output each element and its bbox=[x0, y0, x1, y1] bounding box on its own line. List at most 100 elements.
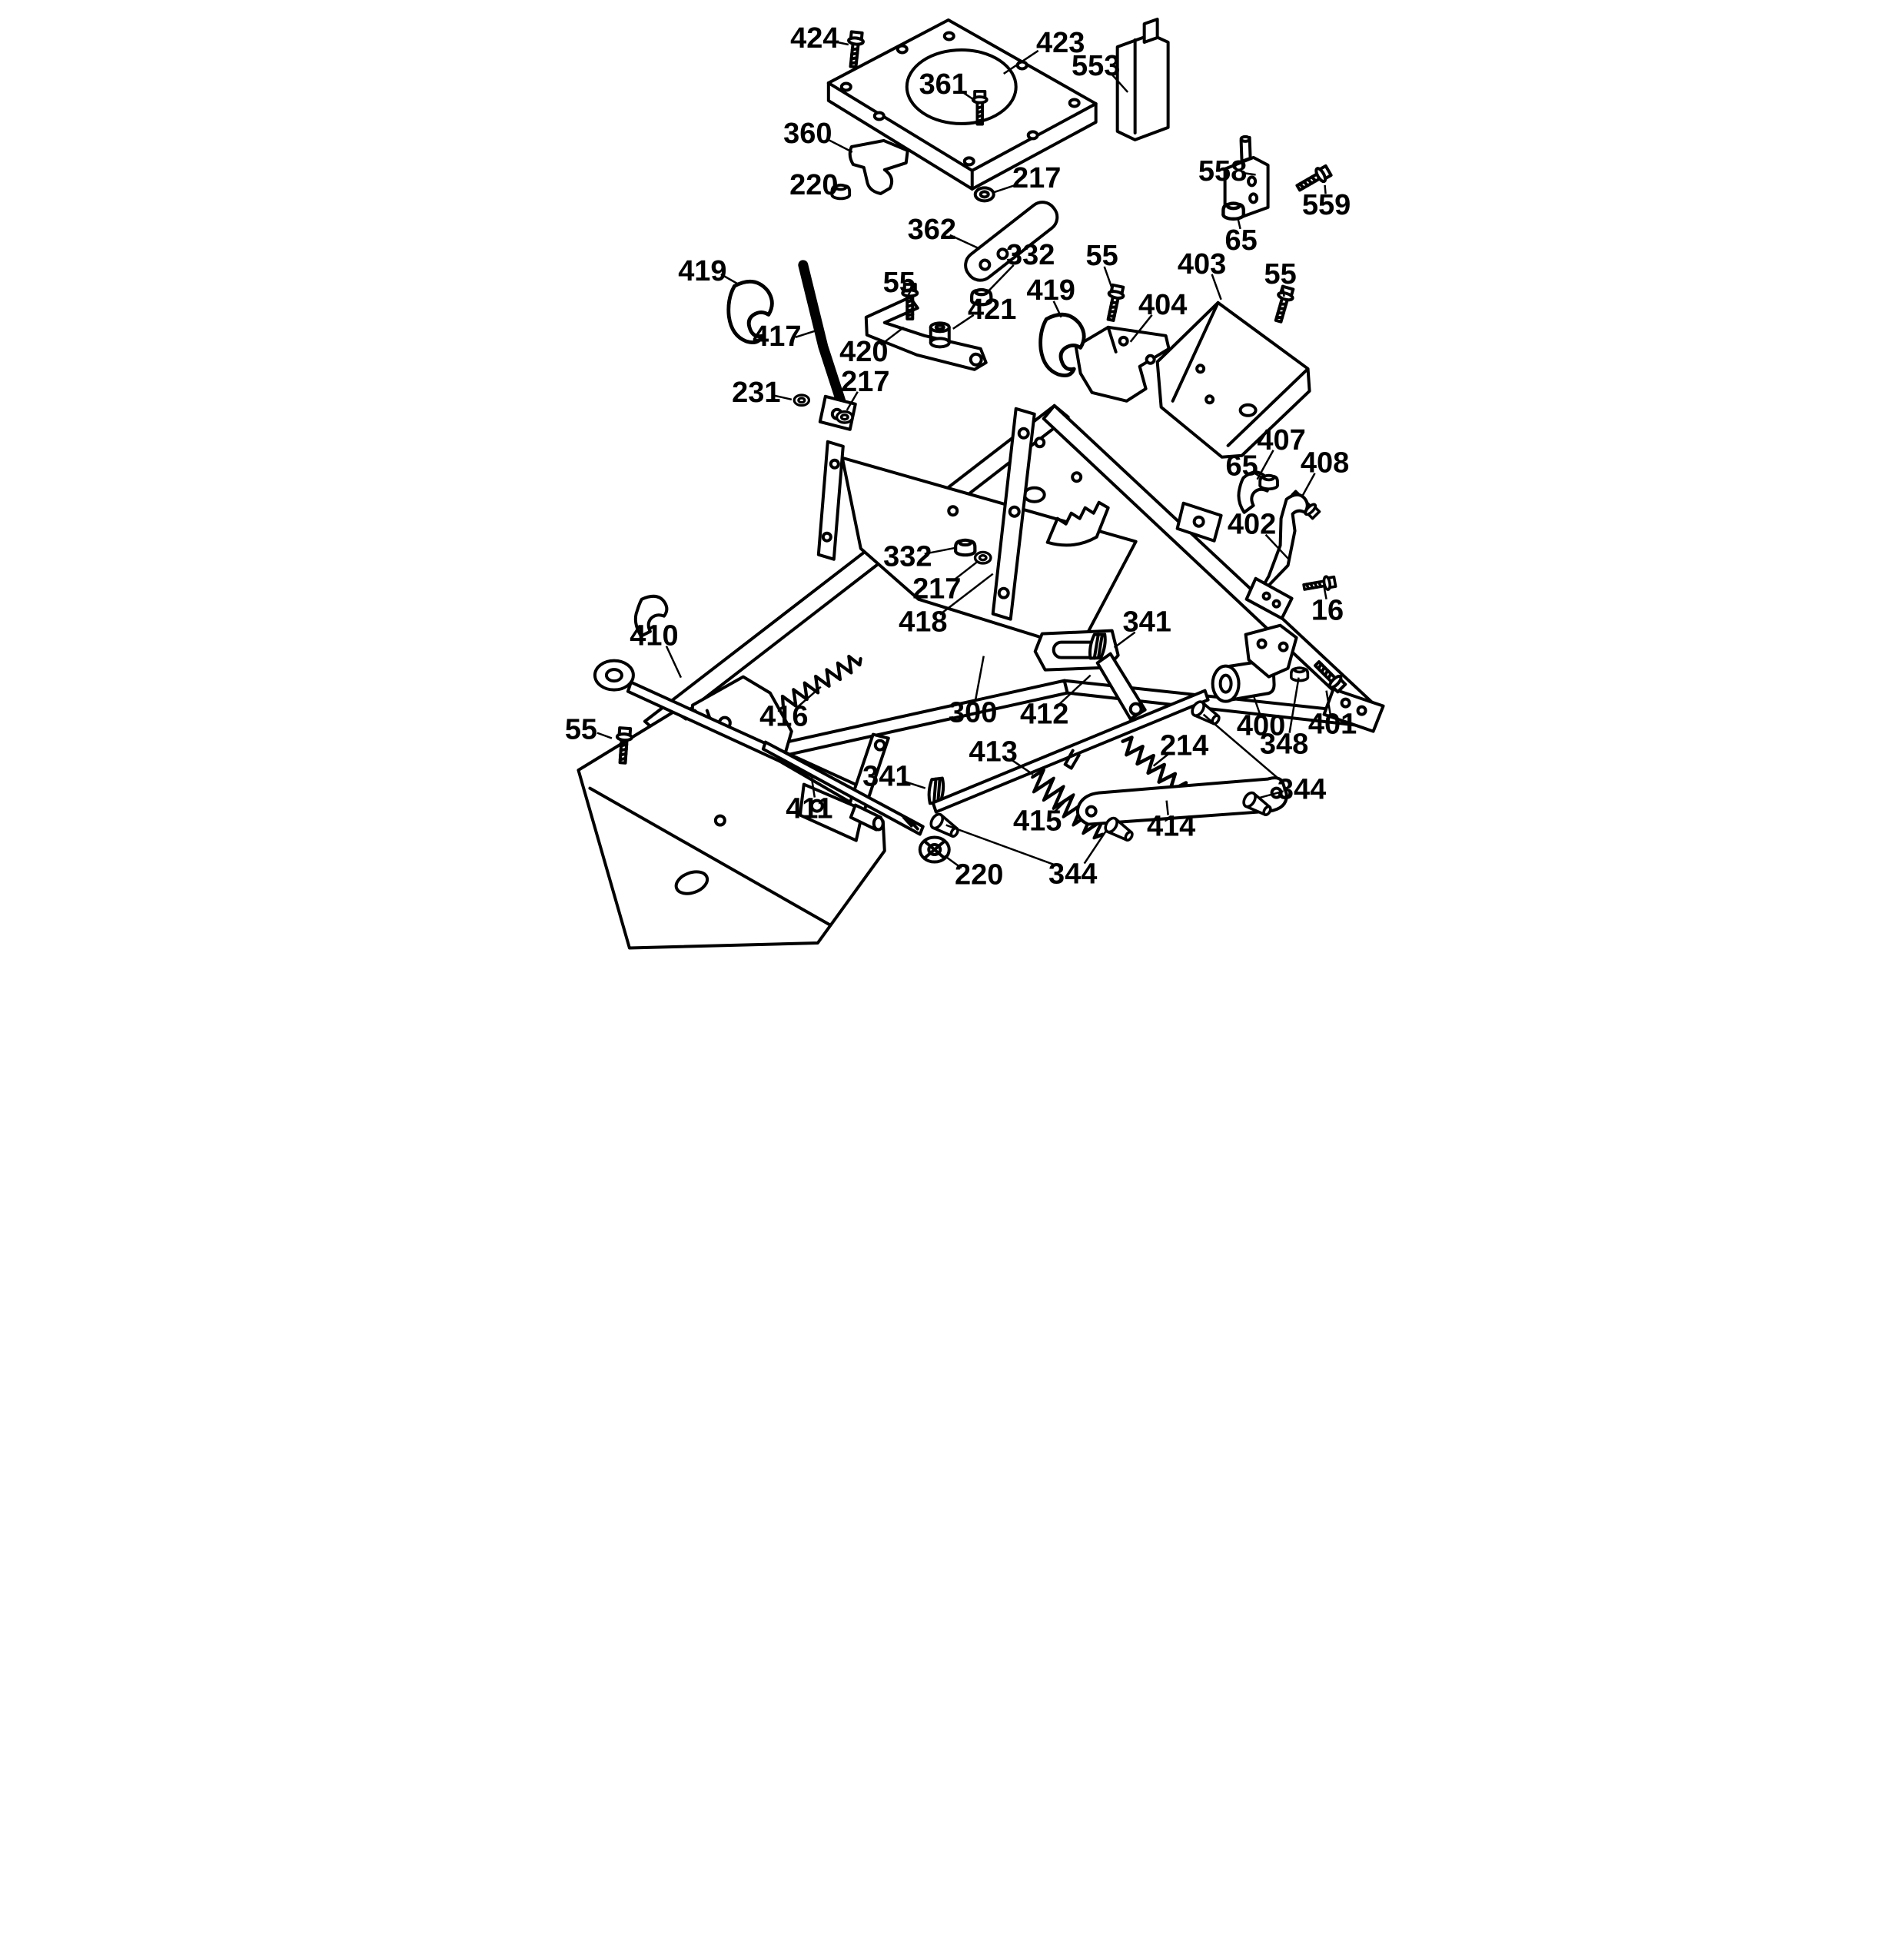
tab-hole bbox=[1192, 515, 1205, 528]
bolt-16 bbox=[1301, 573, 1337, 596]
nut-332 bbox=[955, 540, 975, 555]
part-label-410: 410 bbox=[630, 620, 678, 652]
part-label-400: 400 bbox=[1236, 710, 1284, 742]
plate-hole bbox=[1026, 130, 1039, 141]
part-label-415: 415 bbox=[1013, 805, 1062, 838]
part-label-402: 402 bbox=[1227, 509, 1275, 541]
callout-leader-423 bbox=[1002, 49, 1038, 75]
bottom-linkage bbox=[576, 623, 1348, 950]
washer-220 bbox=[918, 835, 951, 864]
frame-weldment-300 bbox=[633, 403, 1385, 808]
callout-leader-558 bbox=[1241, 171, 1256, 176]
part-label-214: 214 bbox=[1159, 730, 1208, 762]
callout-leader-344 bbox=[1257, 790, 1284, 799]
callout-leader-402 bbox=[1264, 533, 1290, 561]
rod-413 bbox=[931, 689, 1210, 814]
plate-hole bbox=[896, 44, 909, 55]
callout-leader-344 bbox=[945, 824, 1055, 866]
strap-hole bbox=[829, 458, 840, 470]
rod-411 bbox=[761, 740, 925, 836]
callout-leader-217 bbox=[846, 391, 859, 411]
screw-55 bbox=[1102, 283, 1127, 324]
callout-leader-416 bbox=[796, 686, 822, 709]
part-label-411: 411 bbox=[786, 793, 832, 825]
plate-oval-hole bbox=[1022, 486, 1046, 503]
callout-leader-421 bbox=[952, 314, 974, 330]
bracket-403-fold bbox=[1226, 367, 1309, 447]
part-label-220: 220 bbox=[789, 169, 838, 201]
screw-424 bbox=[844, 30, 866, 69]
part-label-419: 419 bbox=[678, 255, 726, 287]
part-label-332: 332 bbox=[883, 541, 932, 573]
callout-leader-411 bbox=[810, 777, 816, 798]
callout-leader-418 bbox=[939, 573, 993, 616]
callout-leader-408 bbox=[1300, 473, 1316, 498]
exploded-parts-diagram: 4244235533613602202173625585596541941755… bbox=[564, 17, 1385, 950]
bracket-360 bbox=[848, 138, 909, 195]
fork-420 bbox=[864, 295, 988, 371]
part-label-55: 55 bbox=[1264, 258, 1296, 291]
part-label-419: 419 bbox=[1026, 274, 1075, 307]
part-label-348: 348 bbox=[1259, 729, 1308, 761]
plate-hole bbox=[1033, 437, 1045, 449]
callout-leader-55 bbox=[1102, 266, 1115, 294]
callout-leader-360 bbox=[826, 138, 852, 154]
bracket-558-pin-top bbox=[1239, 134, 1251, 143]
bracket-553 bbox=[1115, 32, 1170, 141]
callout-leader-344 bbox=[1202, 713, 1284, 784]
callout-leader-415 bbox=[1052, 795, 1071, 814]
washer-217 bbox=[973, 186, 995, 203]
bracket-404-fold bbox=[1106, 325, 1118, 354]
callout-leader-214 bbox=[1152, 752, 1169, 767]
bracket-402-hole bbox=[1261, 591, 1271, 601]
washer-231 bbox=[793, 393, 810, 407]
part-label-231: 231 bbox=[732, 377, 780, 409]
callout-leader-412 bbox=[1058, 674, 1092, 706]
spacer-421 bbox=[929, 321, 951, 349]
part-label-332: 332 bbox=[1006, 239, 1055, 271]
seat-plate-circle bbox=[905, 48, 1018, 125]
lever-417 bbox=[797, 260, 846, 407]
callout-leader-220 bbox=[943, 855, 962, 869]
part-label-55: 55 bbox=[1085, 240, 1118, 272]
callout-leader-414 bbox=[1165, 800, 1169, 815]
bracket-404-hole bbox=[1118, 335, 1129, 347]
part-label-417: 417 bbox=[753, 320, 801, 353]
seat-plate-skirt bbox=[970, 101, 1098, 191]
frame-strap bbox=[816, 440, 845, 561]
callout-leader-344 bbox=[1083, 830, 1107, 865]
plate-hole bbox=[946, 505, 959, 517]
clip-419 bbox=[1040, 314, 1084, 375]
callout-leader-65 bbox=[1236, 218, 1241, 230]
fork-420-hole bbox=[969, 352, 983, 367]
part-label-362: 362 bbox=[907, 214, 955, 246]
callout-leader-341 bbox=[1113, 631, 1135, 649]
callout-leader-400 bbox=[1251, 695, 1261, 716]
callout-leader-417 bbox=[794, 329, 817, 339]
part-label-401: 401 bbox=[1308, 709, 1356, 741]
part-label-416: 416 bbox=[759, 701, 808, 733]
seat-plate-skirt bbox=[826, 81, 974, 191]
serrated-bracket bbox=[1045, 500, 1110, 547]
part-label-361: 361 bbox=[919, 68, 967, 101]
levers-and-clips bbox=[728, 260, 1084, 621]
part-label-424: 424 bbox=[790, 22, 839, 55]
left-panel-hole bbox=[713, 814, 726, 827]
left-panel-fold bbox=[587, 786, 832, 927]
bracket-404 bbox=[1074, 325, 1171, 403]
part-label-360: 360 bbox=[783, 118, 832, 150]
part-label-65: 65 bbox=[1225, 450, 1258, 483]
part-label-341: 341 bbox=[862, 761, 911, 793]
part-label-300: 300 bbox=[949, 697, 997, 729]
left-panel-oval-hole bbox=[674, 870, 709, 895]
callout-leader-559 bbox=[1323, 184, 1327, 194]
bracket-362 bbox=[963, 201, 1058, 282]
callout-leader-65 bbox=[1252, 471, 1264, 480]
callout-leader-217 bbox=[952, 560, 979, 582]
callout-leader-341 bbox=[902, 780, 925, 789]
nut-65 bbox=[1223, 204, 1243, 219]
right-side-brackets bbox=[1074, 17, 1337, 620]
plate-hole bbox=[1068, 98, 1081, 108]
bracket-403 bbox=[1155, 300, 1311, 459]
